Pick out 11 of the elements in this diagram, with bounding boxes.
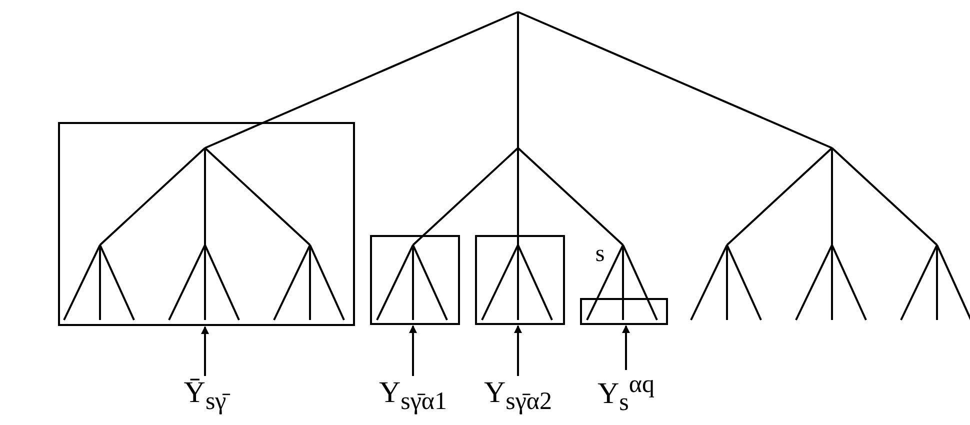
arrow: [622, 325, 630, 370]
subtree-frame: [370, 235, 460, 325]
arrow: [201, 326, 209, 376]
arrow: [514, 325, 522, 376]
variable-label: Y$_{sγ̄α2}$: [484, 378, 552, 414]
node-label: s: [595, 242, 605, 266]
subtree-frame: [58, 122, 355, 326]
subtree-frame: [580, 298, 668, 325]
arrow: [409, 325, 417, 376]
variable-label: Y$_{sγ̄α1}$: [378, 378, 448, 414]
subtree-frame: [475, 235, 565, 325]
